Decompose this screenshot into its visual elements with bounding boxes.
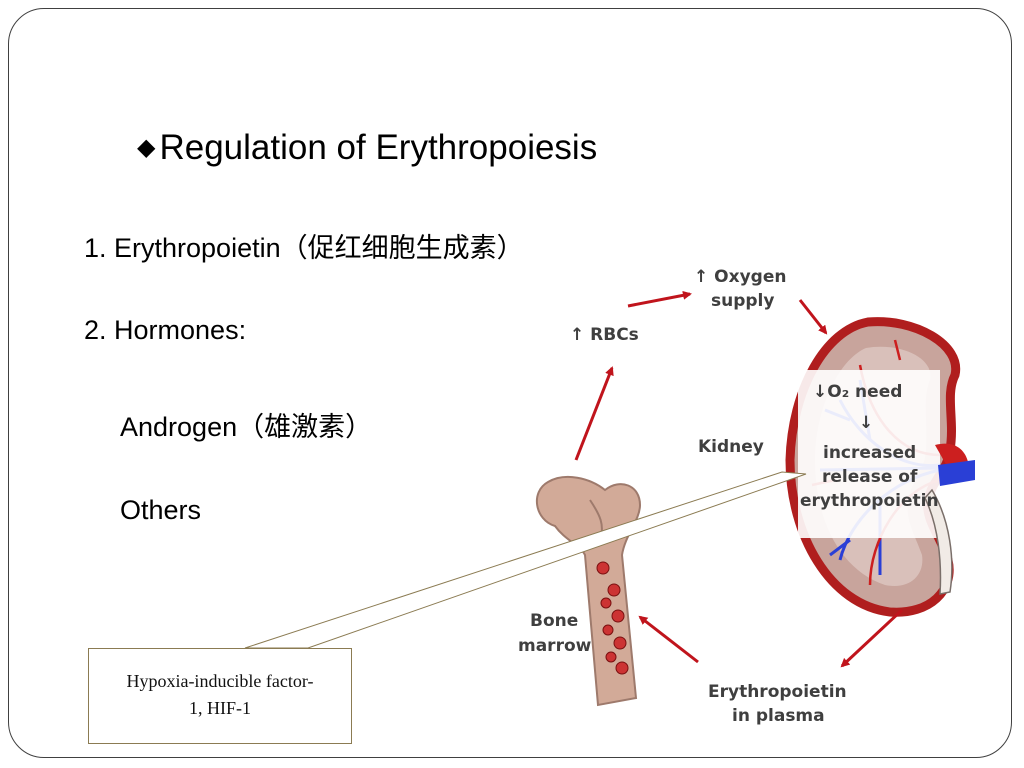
bone-marrow-illustration (535, 475, 642, 707)
item-others: Others (120, 495, 202, 525)
label-marrow: marrow (518, 636, 592, 656)
hif-callout-box: Hypoxia-inducible factor- 1, HIF-1 (88, 648, 352, 744)
label-down-arrow: ↓ (859, 413, 873, 433)
arrow-plasma-to-marrow (638, 615, 699, 664)
label-oxygen-supply-1: ↑ Oxygen (694, 267, 786, 287)
label-epo-in-plasma-2: in plasma (732, 706, 825, 726)
item-androgen: Androgen（雄激素） (120, 412, 373, 442)
ureter (924, 488, 953, 595)
item-hormones: 2. Hormones: (84, 315, 247, 345)
slide-title: ◆Regulation of Erythropoiesis (137, 128, 597, 168)
title-text: Regulation of Erythropoiesis (159, 128, 598, 167)
arrow-oxygen-to-kidney (798, 299, 828, 335)
label-increased: increased (823, 443, 916, 463)
arrow-rbcs-to-oxygen (627, 290, 692, 308)
arrow-marrow-to-rbcs (574, 366, 614, 461)
label-bone: Bone (530, 611, 578, 631)
label-release-of: release of (822, 467, 918, 487)
label-epo-in-plasma-1: Erythropoietin (708, 682, 847, 702)
callout-line-1: Hypoxia-inducible factor- (126, 671, 314, 691)
renal-vein (938, 460, 975, 486)
renal-artery (935, 443, 968, 468)
kidney-illustration (785, 317, 975, 617)
diamond-bullet-icon: ◆ (137, 134, 156, 161)
label-rbcs: ↑ RBCs (570, 325, 639, 345)
label-kidney: Kidney (698, 437, 764, 457)
label-oxygen-supply-2: supply (711, 291, 774, 311)
cycle-arrows (574, 290, 904, 668)
item-erythropoietin: 1. Erythropoietin（促红细胞生成素） (84, 233, 524, 263)
callout-line-2: 1, HIF-1 (189, 698, 251, 718)
callout-pointer (244, 471, 807, 649)
slide-frame (8, 8, 1012, 758)
arrow-kidney-to-plasma (840, 608, 904, 668)
label-erythropoietin: erythropoietin (800, 491, 939, 511)
marrow-cells (596, 561, 629, 675)
kidney-label-panel (798, 370, 940, 538)
label-o2-need: ↓O₂ need (813, 382, 902, 402)
